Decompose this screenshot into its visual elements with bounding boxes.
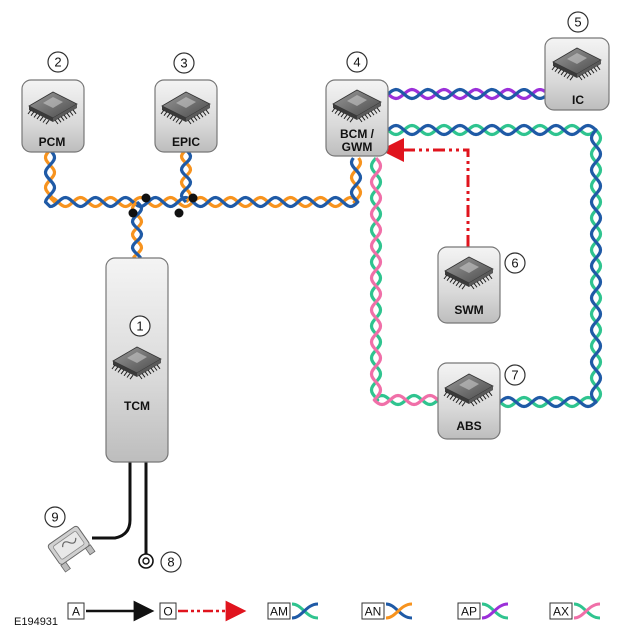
module-epic-label: EPIC xyxy=(172,135,200,149)
module-swm-label: SWM xyxy=(454,303,483,317)
chassis-can-loop-strand-b xyxy=(386,123,603,409)
module-pcm: PCM xyxy=(21,79,85,153)
legend-key-label: A xyxy=(72,605,80,619)
ms-can-ic-link-strand-a xyxy=(386,87,546,101)
legend-key-label: AP xyxy=(461,605,477,619)
legend-item-an: AN xyxy=(361,602,413,620)
pink-green-loop-strand-b xyxy=(369,156,442,407)
module-bcm: BCM /GWM xyxy=(325,79,389,157)
legend-item-ap: AP xyxy=(457,602,509,620)
callout-ic-number: 5 xyxy=(574,15,581,30)
splice-point xyxy=(128,208,138,218)
module-ic-label: IC xyxy=(572,93,584,107)
splice-point xyxy=(174,208,184,218)
fuse xyxy=(47,525,96,573)
wiring-layer xyxy=(43,87,603,409)
module-tcm: TCM xyxy=(105,257,169,463)
ecu-chip-icon xyxy=(111,346,162,380)
legend-item-am: AM xyxy=(267,602,319,620)
figure-id: E194931 xyxy=(14,616,58,628)
module-bcm-label-line2: GWM xyxy=(342,140,373,154)
legend-key-label: AX xyxy=(553,605,569,619)
callout-pcm-number: 2 xyxy=(54,55,61,70)
module-swm: SWM xyxy=(437,246,501,324)
twisted-pair-green-pink-icon xyxy=(573,602,601,620)
dashed-red-arrow xyxy=(380,138,470,247)
hs-can-tcm-drop-strand-b xyxy=(130,200,144,259)
ground xyxy=(138,553,154,569)
ecu-chip-icon xyxy=(443,256,494,290)
callout-epic-number: 3 xyxy=(180,56,187,71)
callout-swm: 6 xyxy=(504,252,526,274)
legend: A O AM AN AP AX xyxy=(67,600,601,622)
fuse-icon xyxy=(47,525,96,573)
callout-bcm-number: 4 xyxy=(353,55,360,70)
legend-key-label: O xyxy=(163,605,172,619)
module-bcm-label: BCM / xyxy=(340,127,375,141)
ecu-chip-icon xyxy=(551,47,602,81)
hs-can-epic-drop-strand-b xyxy=(179,148,193,204)
callout-abs-number: 7 xyxy=(511,368,518,383)
legend-item-a: A xyxy=(67,600,155,622)
legend-item-ax: AX xyxy=(549,602,601,620)
ecu-chip-icon xyxy=(27,91,78,125)
ecu-chip-icon xyxy=(160,91,211,125)
splice-point xyxy=(141,193,151,203)
module-tcm-label: TCM xyxy=(124,399,150,413)
hs-can-backbone-strand-a xyxy=(43,148,363,209)
module-ic: IC xyxy=(544,37,610,111)
lin-arrow xyxy=(380,138,470,247)
ground-eyelet-icon xyxy=(138,553,154,569)
ecu-chip-icon xyxy=(443,373,494,407)
hs-can-backbone xyxy=(43,148,363,209)
twisted-pair-green-purple-icon xyxy=(481,602,509,620)
callout-bcm: 4 xyxy=(346,51,368,73)
module-abs-label: ABS xyxy=(456,419,481,433)
hs-can-epic-drop xyxy=(179,148,193,204)
callout-ic: 5 xyxy=(567,11,589,33)
legend-item-o: O xyxy=(159,600,247,622)
callout-epic: 3 xyxy=(173,52,195,74)
callout-swm-number: 6 xyxy=(511,256,518,271)
ecu-chip-icon xyxy=(331,89,382,123)
pink-green-loop-strand-a xyxy=(369,156,442,407)
callout-ground-number: 8 xyxy=(167,555,174,570)
callouts-layer: 1 2 3 4 5 6 7 8 9 xyxy=(44,11,589,573)
callout-tcm-number: 1 xyxy=(136,319,143,334)
fuse-wire xyxy=(92,462,132,540)
ms-can-ic-link xyxy=(386,87,546,101)
callout-abs: 7 xyxy=(504,364,526,386)
pink-green-loop xyxy=(369,156,442,407)
callout-fuse: 9 xyxy=(44,506,66,528)
chassis-can-loop xyxy=(386,123,603,409)
modules-layer: TCM PCM EPIC BCM /GWM IC SWM ABS xyxy=(21,37,610,463)
twisted-pair-blue-orange-icon xyxy=(385,602,413,620)
callout-pcm: 2 xyxy=(47,51,69,73)
legend-key-label: AM xyxy=(270,605,288,619)
callout-fuse-number: 9 xyxy=(51,510,58,525)
legend-key-label: AN xyxy=(365,605,382,619)
ms-can-ic-link-strand-b xyxy=(386,87,546,101)
callout-tcm: 1 xyxy=(129,315,151,337)
module-abs: ABS xyxy=(437,362,501,440)
splice-point xyxy=(188,193,198,203)
callout-ground: 8 xyxy=(160,551,182,573)
hs-can-backbone-strand-b xyxy=(43,148,363,209)
tcm-power-wires xyxy=(92,462,148,554)
twisted-pair-green-blue-icon xyxy=(291,602,319,620)
module-epic: EPIC xyxy=(154,79,218,153)
module-pcm-label: PCM xyxy=(39,135,66,149)
